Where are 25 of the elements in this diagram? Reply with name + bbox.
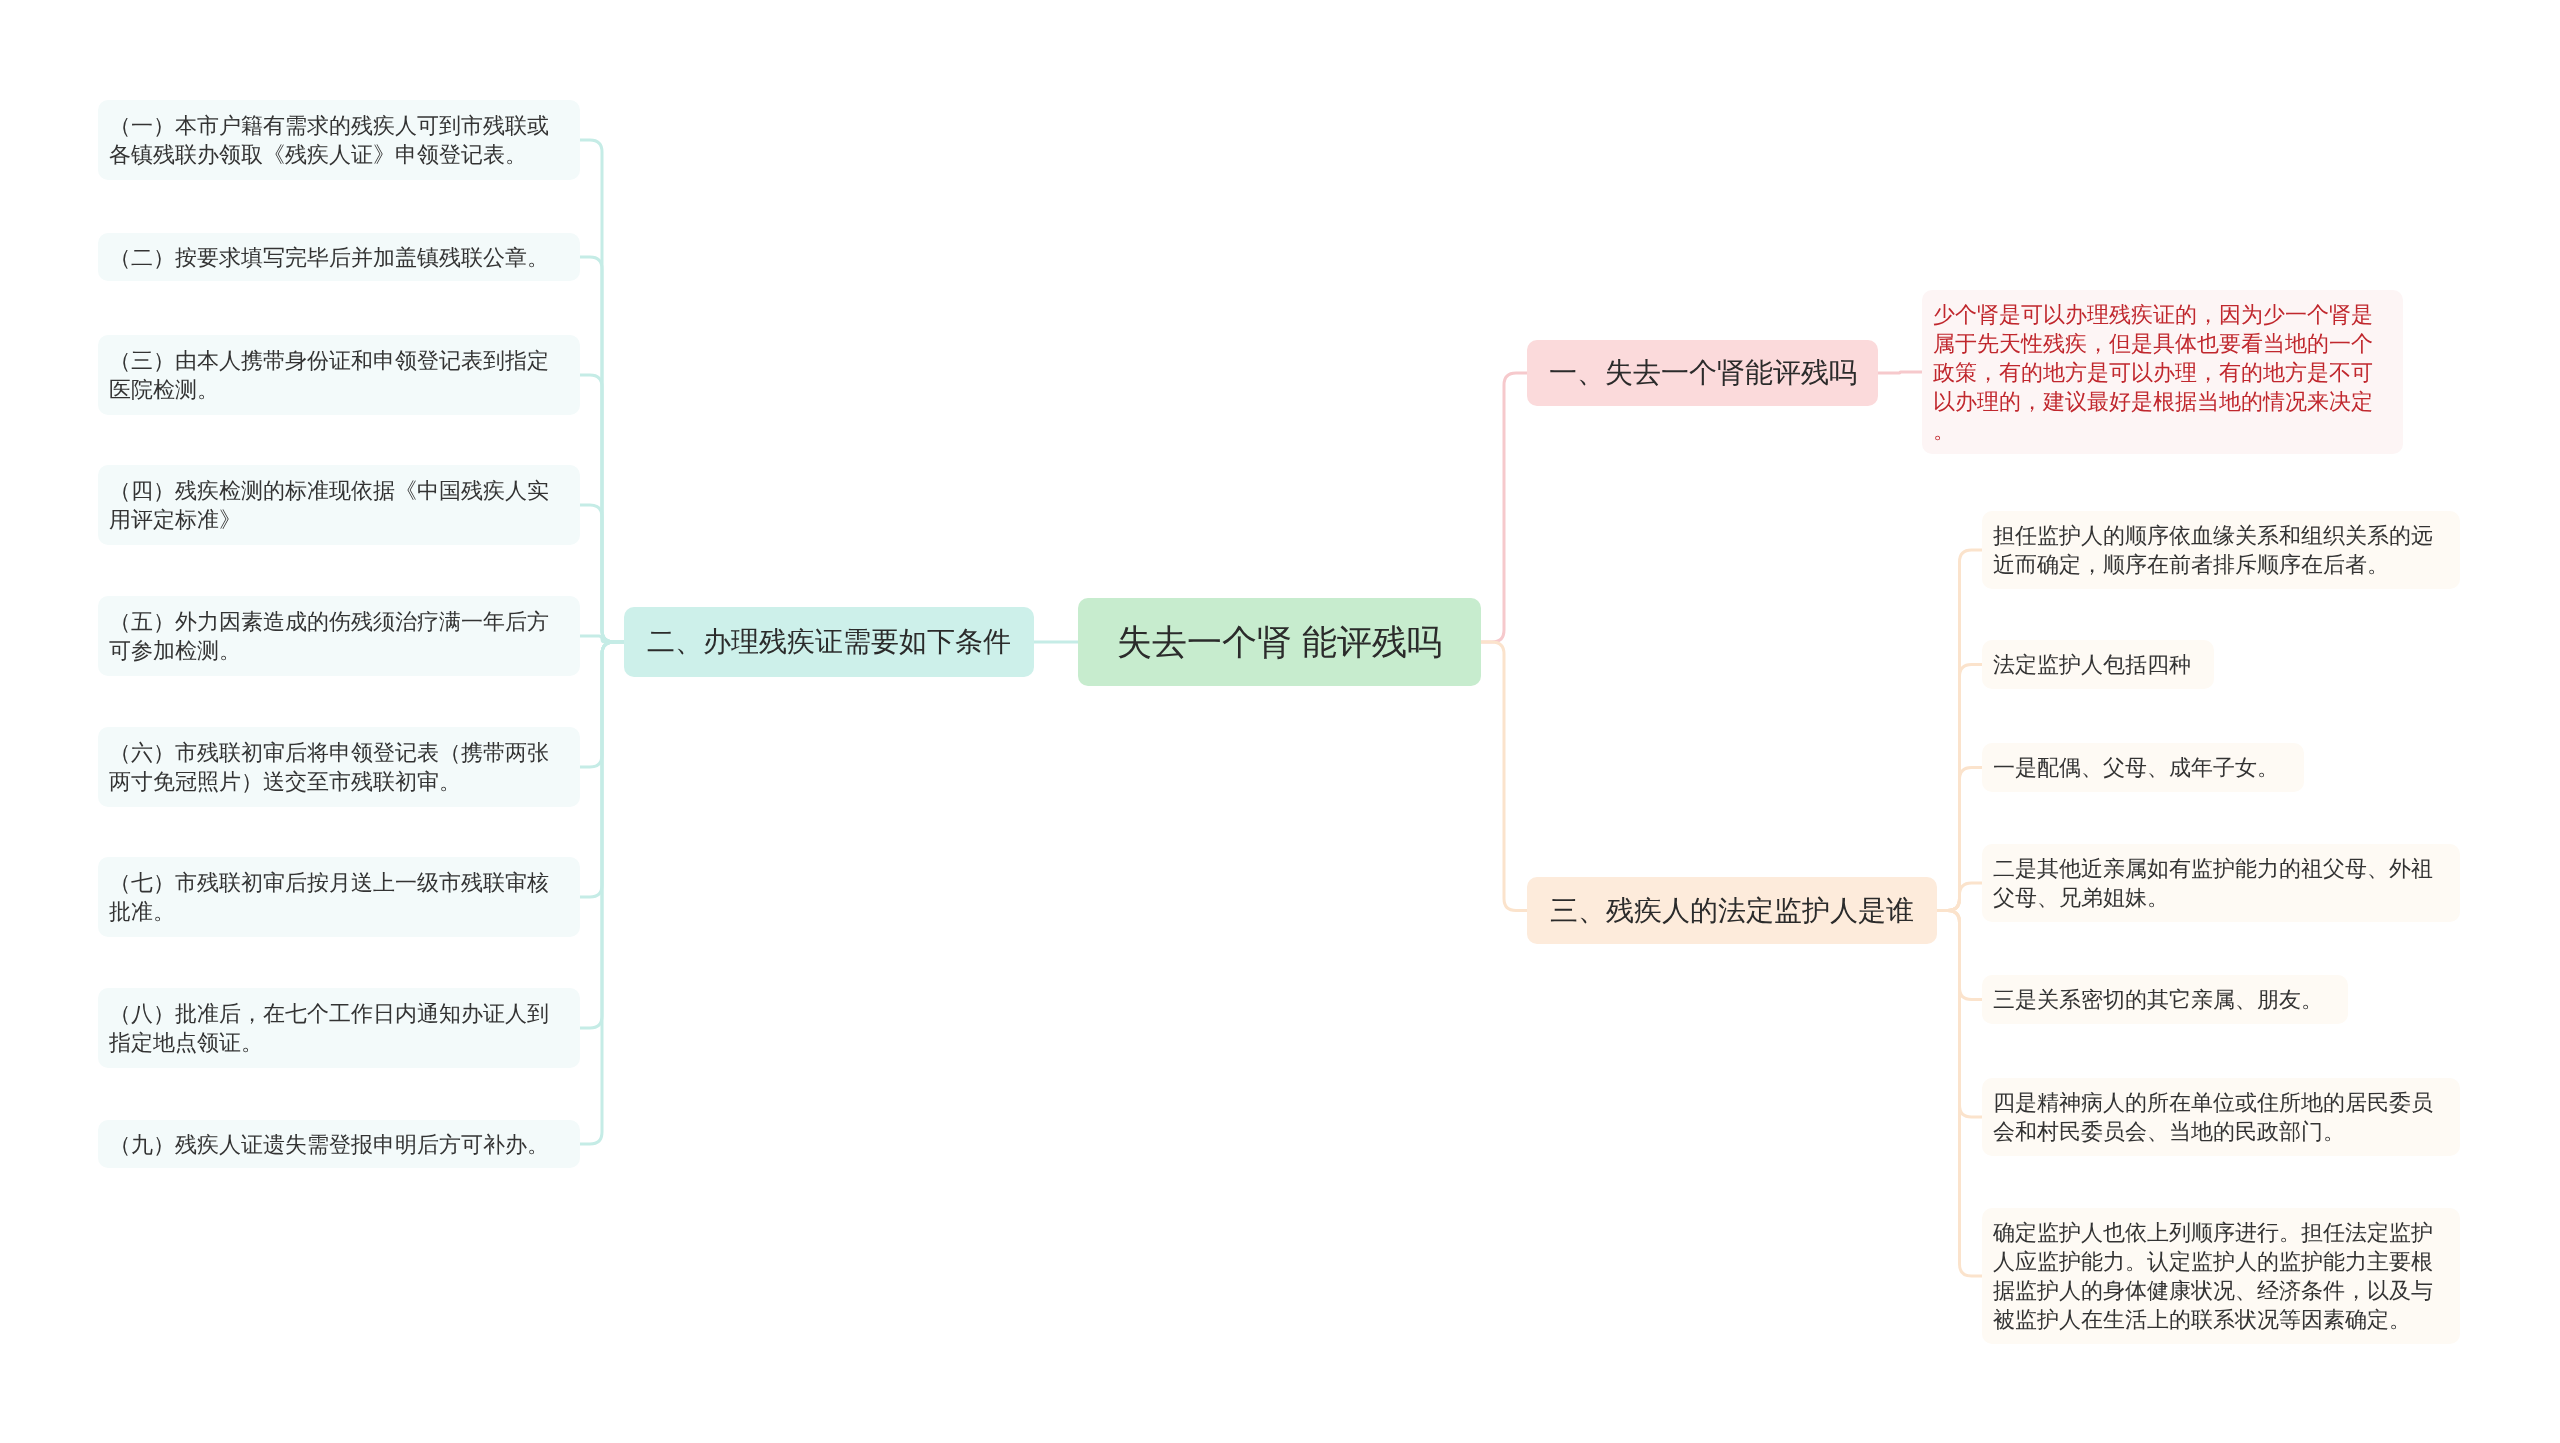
note-box: 二是其他近亲属如有监护能力的祖父母、外祖父母、兄弟姐妹。: [1982, 844, 2460, 922]
note-box: 四是精神病人的所在单位或住所地的居民委员会和村民委员会、当地的民政部门。: [1982, 1078, 2460, 1156]
note-box: （二）按要求填写完毕后并加盖镇残联公章。: [98, 233, 580, 281]
connector-line: [1878, 370, 1922, 375]
note-box: 担任监护人的顺序依血缘关系和组织关系的远近而确定，顺序在前者排斥顺序在后者。: [1982, 511, 2460, 589]
note-box: （九）残疾人证遗失需登报申明后方可补办。: [98, 1120, 580, 1168]
branch-topic-box: 二、办理残疾证需要如下条件: [624, 607, 1034, 677]
branch-topic-box: 三、残疾人的法定监护人是谁: [1527, 877, 1937, 944]
note-box: （一）本市户籍有需求的残疾人可到市残联或各镇残联办领取《残疾人证》申领登记表。: [98, 100, 580, 180]
note-box: （六）市残联初审后将申领登记表（携带两张两寸免冠照片）送交至市残联初审。: [98, 727, 580, 807]
note-box: （八）批准后，在七个工作日内通知办证人到指定地点领证。: [98, 988, 580, 1068]
note-box: （三）由本人携带身份证和申领登记表到指定医院检测。: [98, 335, 580, 415]
connector-line: [1481, 640, 1527, 912]
note-box: （五）外力因素造成的伤残须治疗满一年后方可参加检测。: [98, 596, 580, 676]
connector-line: [1034, 640, 1078, 644]
branch-topic-box: 一、失去一个肾能评残吗: [1527, 340, 1878, 406]
note-box: 一是配偶、父母、成年子女。: [1982, 743, 2304, 792]
note-box: 法定监护人包括四种: [1982, 640, 2214, 689]
central-topic-box: 失去一个肾 能评残吗: [1078, 598, 1481, 686]
note-box: （四）残疾检测的标准现依据《中国残疾人实用评定标准》: [98, 465, 580, 545]
note-box: 少个肾是可以办理残疾证的，因为少一个肾是属于先天性残疾，但是具体也要看当地的一个政策，有的地方是可以办理，有的地方是不可以办理的，建议最好是根据当地的情况来决定。: [1922, 290, 2403, 454]
connector-line: [1937, 909, 1982, 1278]
note-box: 三是关系密切的其它亲属、朋友。: [1982, 975, 2348, 1024]
note-box: 确定监护人也依上列顺序进行。担任法定监护人应监护能力。认定监护人的监护能力主要根据监护人的身体健康状况、经济条件，以及与被监护人在生活上的联系状况等因素确定。: [1982, 1208, 2460, 1344]
note-box: （七）市残联初审后按月送上一级市残联审核批准。: [98, 857, 580, 937]
